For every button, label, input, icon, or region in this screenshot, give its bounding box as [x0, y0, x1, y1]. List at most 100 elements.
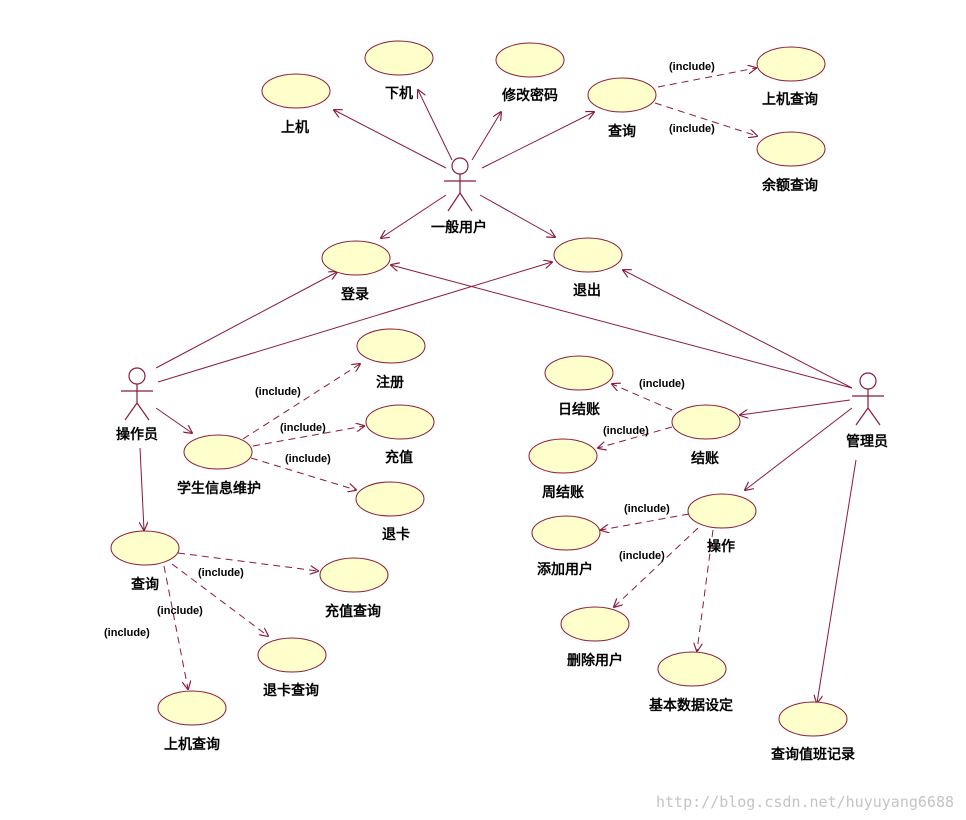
use-case-label: 删除用户 [567, 652, 623, 669]
actor-label: 操作员 [116, 426, 158, 443]
use-case-computer-on-query-user: 上机查询 [756, 46, 826, 108]
edge-include-computer-on-query [163, 565, 188, 689]
include-label: (include) [104, 627, 150, 639]
include-label: (include) [603, 425, 649, 437]
use-case-label: 上机查询 [164, 736, 220, 753]
include-label: (include) [157, 605, 203, 617]
use-case-computer-on: 上机 [261, 73, 331, 136]
use-case-label: 添加用户 [537, 561, 593, 578]
use-case-checkout: 结账 [671, 404, 741, 467]
use-case-label: 余额查询 [761, 177, 818, 194]
actor-admin: 管理员 [846, 372, 888, 450]
use-case-delete-user: 删除用户 [560, 606, 630, 669]
use-case-basic-data-settings: 基本数据设定 [649, 651, 733, 714]
actor-general-user: 一般用户 [431, 157, 487, 236]
use-case-label: 注册 [376, 374, 404, 391]
association-lines [140, 90, 857, 703]
edge-operator-student-info [155, 407, 192, 433]
include-label: (include) [285, 453, 331, 465]
use-case-label: 查询 [608, 123, 636, 140]
use-case-balance-query: 余额查询 [756, 131, 826, 194]
include-label: (include) [619, 550, 665, 562]
edge-include-query-balance [654, 102, 757, 136]
use-case-label: 周结账 [542, 484, 584, 501]
use-case-recharge-query: 充值查询 [319, 557, 389, 620]
edge-admin-checkout [740, 399, 851, 415]
use-case-label: 操作 [707, 538, 735, 555]
include-labels: (include) (include) (include) (include) … [104, 61, 715, 639]
edge-admin-operation [745, 407, 853, 490]
use-case-login: 登录 [321, 240, 391, 303]
use-case-add-user: 添加用户 [531, 515, 601, 578]
include-label: (include) [624, 503, 670, 515]
edge-include-basic-data [697, 529, 714, 651]
use-case-computer-off: 下机 [364, 40, 434, 102]
edge-operator-logout [157, 262, 552, 383]
use-case-label: 上机 [281, 119, 309, 136]
use-case-label: 登录 [340, 286, 369, 303]
actor-label: 一般用户 [431, 219, 487, 236]
use-case-label: 学生信息维护 [177, 480, 261, 497]
edge-include-add-user [601, 513, 690, 530]
use-case-label: 查询 [131, 576, 159, 593]
include-label: (include) [280, 422, 326, 434]
edge-user-logout [479, 194, 555, 237]
use-case-duty-record-query: 查询值班记录 [771, 701, 855, 763]
actor-figure-icon [121, 367, 153, 421]
use-case-label: 上机查询 [762, 91, 818, 108]
use-case-query-user: 查询 [587, 77, 657, 140]
edge-include-delete-user [614, 527, 699, 607]
use-case-label: 退出 [573, 282, 601, 299]
use-case-daily-checkout: 日结账 [544, 355, 614, 418]
edge-admin-duty-record [817, 459, 857, 703]
use-case-change-password: 修改密码 [495, 42, 565, 104]
edge-include-recharge [252, 426, 364, 447]
actor-operator: 操作员 [116, 367, 158, 443]
use-case-recharge: 充值 [365, 404, 435, 466]
edge-operator-login [155, 272, 337, 369]
edge-include-refund-query [171, 563, 268, 636]
use-case-label: 下机 [385, 85, 413, 102]
include-label: (include) [255, 386, 301, 398]
edge-user-computer-on [334, 110, 447, 169]
edge-user-query [481, 112, 594, 169]
use-case-label: 查询值班记录 [771, 746, 855, 763]
use-case-weekly-checkout: 周结账 [528, 438, 598, 501]
actor-figure-icon [444, 157, 476, 212]
use-case-register: 注册 [356, 328, 426, 391]
include-label: (include) [198, 567, 244, 579]
include-label: (include) [669, 123, 715, 135]
edge-admin-logout [623, 270, 853, 389]
use-case-computer-on-query-operator: 上机查询 [157, 690, 227, 753]
edge-user-login [381, 194, 447, 238]
use-case-label: 结账 [691, 450, 719, 467]
include-lines [163, 68, 757, 689]
use-case-label: 基本数据设定 [649, 697, 733, 714]
edge-include-daily [612, 384, 673, 411]
use-case-label: 充值 [385, 449, 413, 466]
use-case-operation: 操作 [687, 493, 757, 555]
edge-include-refund [250, 457, 356, 490]
edge-admin-login [391, 265, 853, 389]
watermark-text: http://blog.csdn.net/huyuyang6688 [656, 793, 954, 811]
edge-user-change-password [471, 112, 501, 161]
use-case-label: 退卡 [382, 526, 410, 543]
edge-operator-query [140, 447, 144, 530]
use-case-logout: 退出 [553, 237, 623, 299]
use-case-query-operator: 查询 [110, 530, 180, 593]
include-label: (include) [639, 378, 685, 390]
use-case-refund-card: 退卡 [355, 481, 425, 543]
edge-include-weekly [598, 426, 673, 448]
use-case-student-info: 学生信息维护 [177, 434, 261, 497]
use-case-label: 充值查询 [325, 603, 381, 620]
actor-figure-icon [852, 372, 884, 426]
edge-include-query-computer-on [657, 68, 756, 88]
edge-user-computer-off [418, 90, 453, 161]
use-case-refund-query: 退卡查询 [257, 637, 327, 699]
include-label: (include) [669, 61, 715, 73]
use-case-label: 修改密码 [501, 87, 558, 104]
use-case-label: 日结账 [558, 401, 600, 418]
actor-label: 管理员 [846, 433, 888, 450]
use-case-label: 退卡查询 [263, 682, 319, 699]
